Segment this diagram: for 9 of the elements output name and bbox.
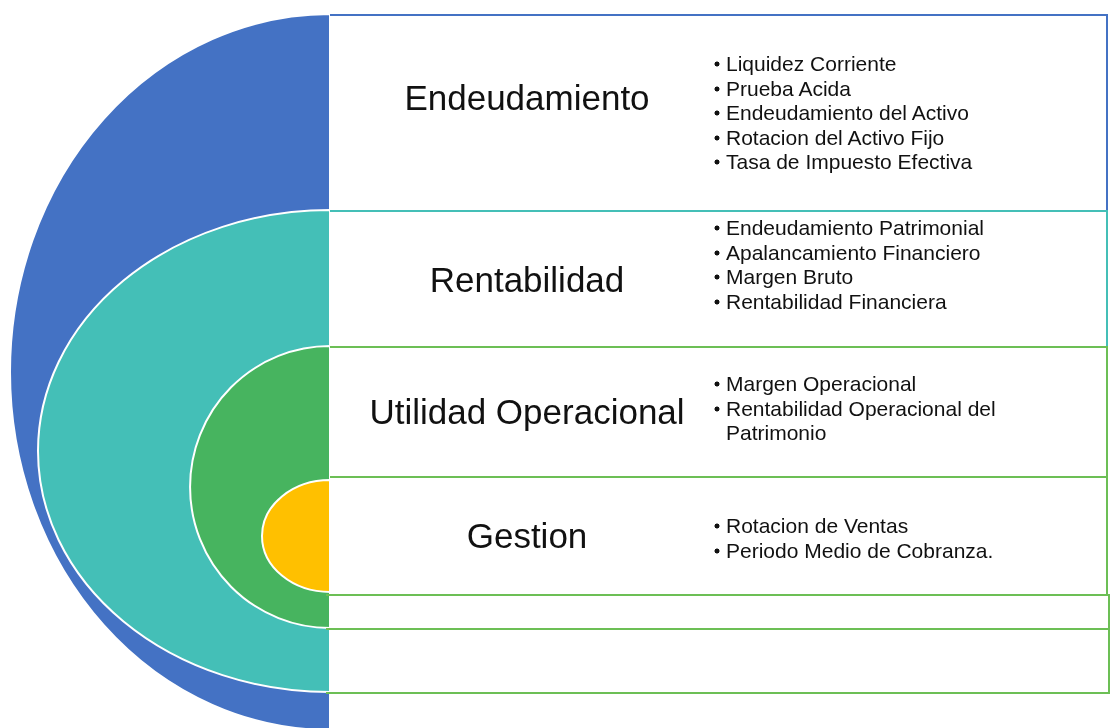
category-heading: Endeudamiento (404, 78, 650, 118)
category-panel (330, 14, 1108, 212)
band-outline (326, 594, 1110, 630)
band-outline (326, 628, 1110, 694)
category-heading: Utilidad Operacional (369, 392, 685, 432)
category-heading: Rentabilidad (429, 260, 625, 300)
category-panel (330, 210, 1108, 348)
category-heading: Gestion (466, 516, 588, 556)
category-panel (330, 346, 1108, 478)
